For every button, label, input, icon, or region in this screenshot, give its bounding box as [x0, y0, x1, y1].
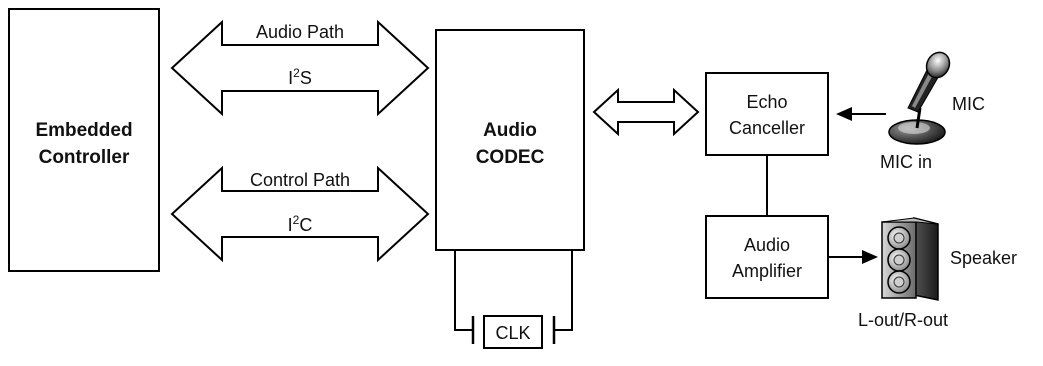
echo-canceller-label-2: Canceller [729, 118, 805, 138]
microphone-icon [888, 51, 951, 145]
audio-amplifier-label-1: Audio [744, 235, 790, 255]
embedded-controller-label-2: Controller [39, 147, 130, 168]
clock-circuit: CLK [454, 250, 573, 349]
audio-codec-label-2: CODEC [476, 147, 545, 168]
clk-label: CLK [495, 323, 530, 343]
mic-to-echo-arrow [836, 107, 886, 121]
audio-amplifier-label-2: Amplifier [732, 261, 802, 281]
control-path-label: Control Path [250, 170, 350, 190]
mic-label: MIC [952, 94, 985, 114]
audio-path-label: Audio Path [256, 22, 344, 42]
embedded-controller-label-1: Embedded [35, 120, 132, 141]
codec-echo-arrow [592, 87, 700, 137]
lout-rout-label: L-out/R-out [858, 310, 948, 330]
audio-codec-label-1: Audio [483, 120, 537, 141]
audio-codec-block: Audio CODEC [435, 29, 585, 251]
audio-path-arrow: Audio Path I2S [170, 19, 430, 117]
amp-to-speaker-arrow [828, 250, 878, 264]
audio-path-bus-label: I2S [288, 66, 312, 88]
audio-amplifier-block: Audio Amplifier [705, 215, 829, 299]
echo-canceller-block: Echo Canceller [705, 72, 829, 156]
echo-canceller-label-1: Echo [746, 92, 787, 112]
embedded-controller-block: Embedded Controller [8, 8, 160, 272]
control-path-arrow: Control Path I2C [170, 165, 430, 263]
mic-in-label: MIC in [880, 152, 932, 172]
speaker-icon [881, 217, 939, 301]
control-path-bus-label: I2C [288, 213, 313, 235]
speaker-label: Speaker [950, 248, 1017, 268]
